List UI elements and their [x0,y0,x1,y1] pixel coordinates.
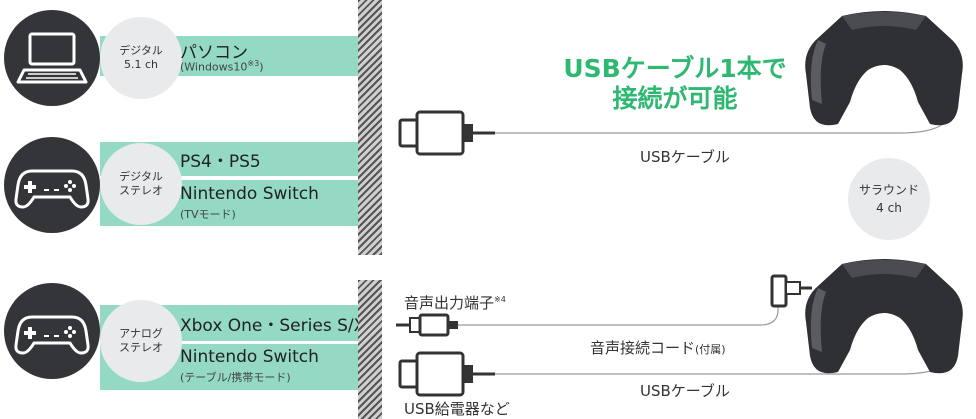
usb-charger-label: USB給電器など [404,400,510,418]
connection-type-badge: アナログ ステレオ [100,300,182,382]
footnote-mark: ※4 [494,295,506,304]
surround-line1: サラウンド [858,183,919,197]
headline: USBケーブル1本で 接続が可能 [545,54,805,114]
usb-plug-icon [398,351,495,397]
source-label-pc: パソコン [180,43,248,63]
badge-line1: デジタル [119,170,163,183]
headline-line1: USBケーブル1本で [563,54,787,83]
badge-line2: ステレオ [119,341,163,354]
source-sublabel-pc: (Windows10※3) [180,59,264,74]
usb-cable-top [495,117,949,134]
hatched-divider-wall [358,0,382,255]
surround-badge: サラウンド 4 ch [848,158,930,240]
source-label-xbox: Xbox One・Series S/X [180,316,366,336]
audio-output-plug-icon [396,313,458,337]
usb-cable-label-bottom: USBケーブル [640,382,730,400]
source-label-switch-tv: Nintendo Switch [180,184,319,204]
badge-line1: デジタル [119,44,163,57]
neckband-speaker-icon [805,11,963,126]
headline-line2: 接続が可能 [612,84,738,113]
surround-line2: 4 ch [876,201,902,215]
badge-line2: ステレオ [119,184,163,197]
pc-icon [16,32,88,84]
hatched-divider-wall [358,280,382,419]
usb-cable-bottom [495,359,951,375]
connection-type-badge: デジタル ステレオ [100,143,182,225]
audio-cable-label: 音声接続コード(付属) [590,339,726,357]
source-sublabel-switch-portable: (テーブル/携帯モード) [180,371,291,384]
gamepad-icon-circle [4,283,100,379]
usb-plug-icon [398,110,495,156]
gamepad-icon-circle [4,137,100,233]
source-label-ps: PS4・PS5 [180,152,261,172]
footnote-mark: ※3 [247,59,260,68]
pc-icon-circle [4,10,100,106]
audio-output-label: 音声出力端子※4 [404,294,506,312]
neckband-speaker-icon [805,259,963,374]
audio-cable [458,305,779,326]
badge-line1: アナログ [119,327,163,340]
usb-cable-label-top: USBケーブル [640,148,730,166]
badge-line2: 5.1 ch [123,58,158,71]
source-sublabel-switch-tv: (TVモード) [180,208,236,221]
l-shaped-audio-plug-icon [770,274,812,308]
source-label-switch-portable: Nintendo Switch [180,347,319,367]
gamepad-icon [14,169,90,209]
audio-cable-note: (付属) [695,343,726,356]
gamepad-icon [14,315,90,355]
connection-type-badge: デジタル 5.1 ch [100,17,182,99]
